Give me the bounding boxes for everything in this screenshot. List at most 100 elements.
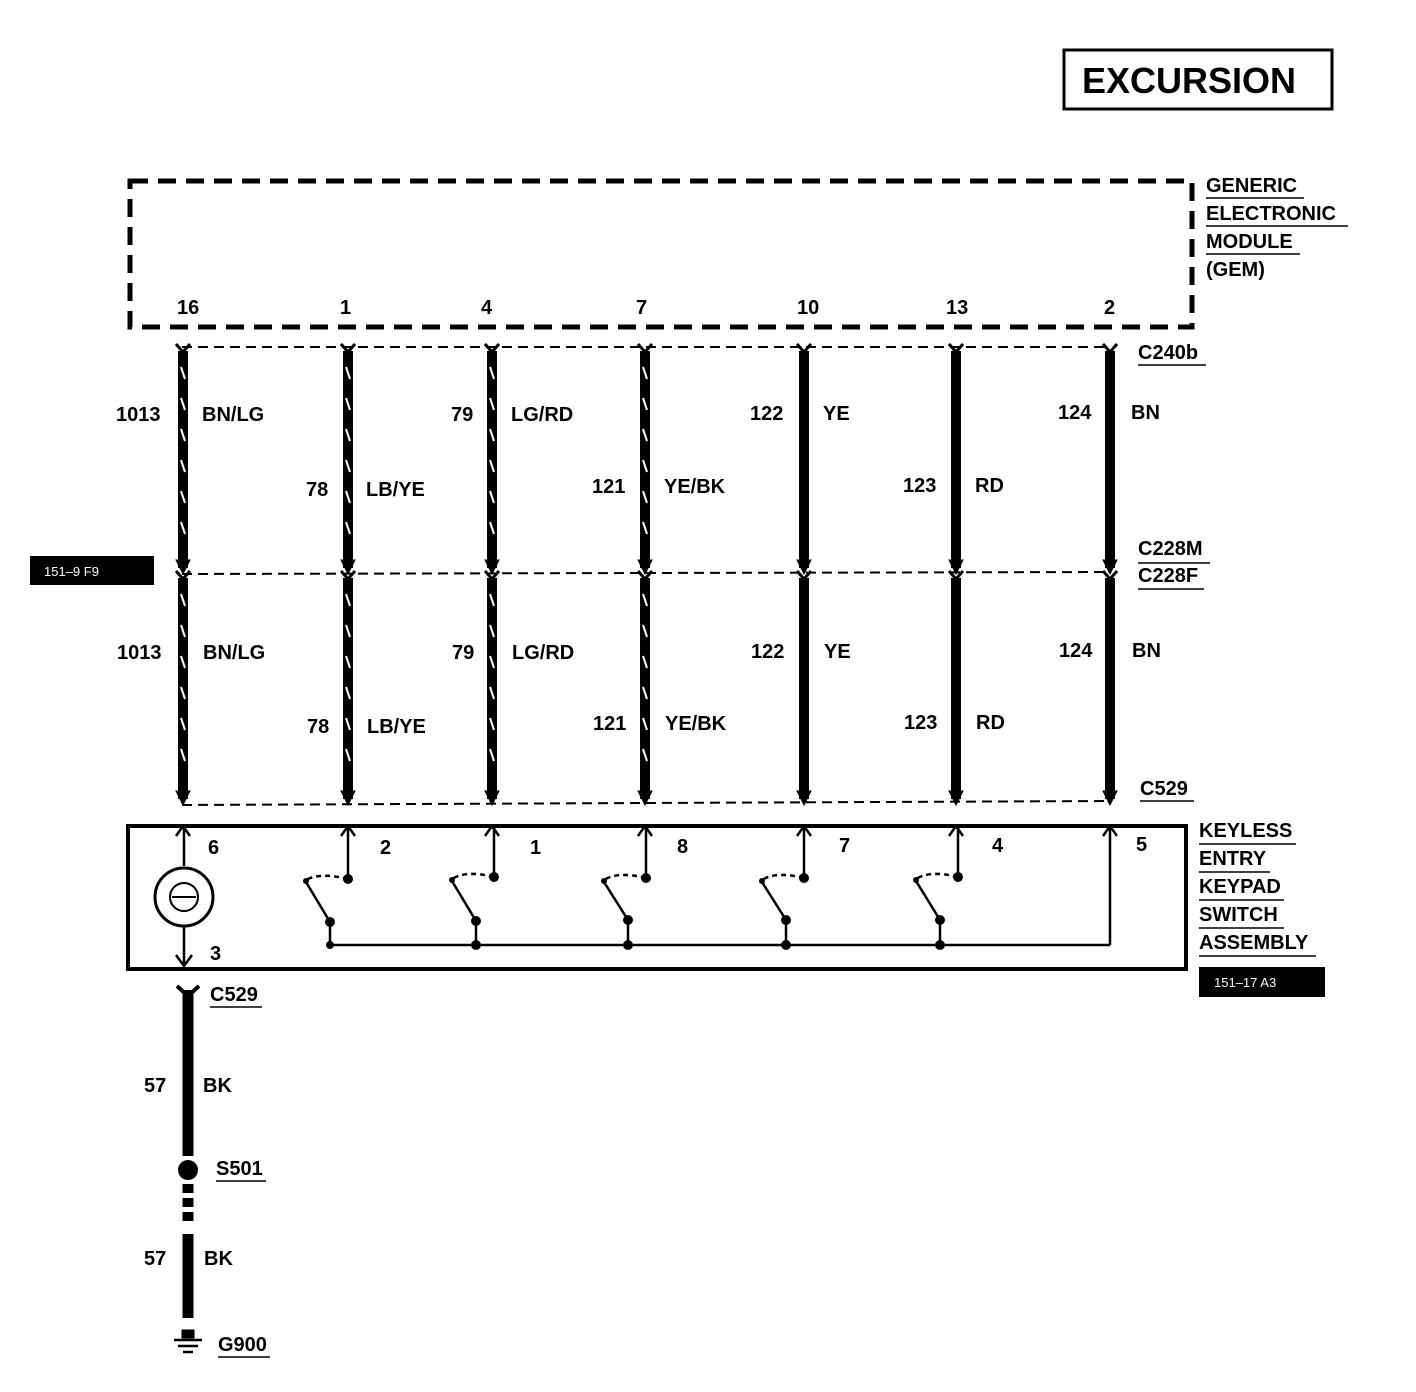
twist-mark xyxy=(489,686,495,700)
twist-mark xyxy=(180,717,186,731)
circuit-color: BN/LG xyxy=(203,642,265,664)
ref-tag-right: 151–17 A3 xyxy=(1199,967,1325,997)
twist-mark xyxy=(489,624,495,638)
connector-terminal xyxy=(484,559,500,576)
keypad-name-line-1: KEYLESS xyxy=(1199,820,1292,842)
circuit-color: YE/BK xyxy=(664,476,726,498)
ref-tag-right-text: 151–17 A3 xyxy=(1214,975,1276,990)
twist-mark xyxy=(180,459,186,473)
wires xyxy=(174,343,1119,837)
circuit-number: 78 xyxy=(306,479,328,501)
twist-mark xyxy=(345,366,351,380)
keypad-name-line-5: ASSEMBLY xyxy=(1199,932,1309,954)
circuit-color: BN xyxy=(1131,402,1160,424)
twist-mark xyxy=(489,459,495,473)
keypad-pin-label: 1 xyxy=(530,837,541,859)
connector-c228f: C228F xyxy=(1138,565,1198,587)
keypad-name-line-3: KEYPAD xyxy=(1199,876,1281,898)
gem-name-line-1: GENERIC xyxy=(1206,175,1297,197)
twist-mark xyxy=(180,748,186,762)
circuit-color: LB/YE xyxy=(366,479,425,501)
twist-mark xyxy=(642,717,648,731)
connector-terminal xyxy=(175,559,191,576)
circuit-color: YE xyxy=(824,641,851,663)
connector-terminal xyxy=(339,570,357,582)
gem-pin-label: 1 xyxy=(340,297,351,319)
gem-pin-label: 4 xyxy=(481,297,493,319)
circuit-number: 121 xyxy=(592,476,625,498)
splice-label: S501 xyxy=(216,1158,263,1180)
gem-name-line-2: ELECTRONIC xyxy=(1206,203,1336,225)
circuit-number: 123 xyxy=(904,712,937,734)
connector-terminal xyxy=(947,570,965,582)
connector-c529: C529 xyxy=(1140,778,1188,800)
connector-terminal xyxy=(174,343,192,355)
twist-mark xyxy=(180,490,186,504)
keypad-pin-label: 2 xyxy=(380,837,391,859)
keypad-pin-label: 5 xyxy=(1136,834,1147,856)
connector-terminal xyxy=(637,790,653,807)
keypad-pin-label: 8 xyxy=(677,836,688,858)
twist-mark xyxy=(642,686,648,700)
connector-terminal xyxy=(484,790,500,807)
twist-mark xyxy=(642,428,648,442)
gem-name-line-4: (GEM) xyxy=(1206,259,1265,281)
twist-mark xyxy=(345,397,351,411)
gem-name-line-3: MODULE xyxy=(1206,231,1293,253)
gem-pins: 16 1 4 7 10 13 2 xyxy=(177,297,1115,319)
twist-mark xyxy=(489,521,495,535)
circuit-number: 78 xyxy=(307,716,329,738)
ground-circuit-color: BK xyxy=(203,1075,232,1097)
connector-terminal xyxy=(948,559,964,576)
twist-mark xyxy=(345,748,351,762)
twist-mark xyxy=(180,521,186,535)
diagram-title: EXCURSION xyxy=(1082,60,1296,101)
twist-mark xyxy=(642,593,648,607)
circuit-labels-lower: 1013 BN/LG 78 LB/YE 79 LG/RD 121 YE/BK 1… xyxy=(117,640,1161,738)
circuit-color: LG/RD xyxy=(511,404,573,426)
connector-terminal xyxy=(795,570,813,582)
ground-icon xyxy=(174,1329,202,1354)
twist-mark xyxy=(180,593,186,607)
keypad-pins: 6 2 1 8 7 4 5 3 xyxy=(208,834,1147,965)
twist-mark xyxy=(489,397,495,411)
connector-terminal xyxy=(175,790,191,807)
connector-terminal xyxy=(174,570,192,582)
circuit-number: 1013 xyxy=(116,404,161,426)
twist-mark xyxy=(345,428,351,442)
twist-mark xyxy=(489,366,495,380)
gem-module: GENERIC ELECTRONIC MODULE (GEM) xyxy=(127,175,1348,330)
keypad-pin-label: 7 xyxy=(839,835,850,857)
ground-label: G900 xyxy=(218,1334,267,1356)
circuit-number: 1013 xyxy=(117,642,162,664)
gem-pin-label: 16 xyxy=(177,297,199,319)
circuit-color: YE xyxy=(823,403,850,425)
keypad-pin-label: 4 xyxy=(992,835,1004,857)
circuit-color: RD xyxy=(975,475,1004,497)
circuit-number: 123 xyxy=(903,475,936,497)
twist-mark xyxy=(345,459,351,473)
connector-terminal xyxy=(1101,343,1119,355)
connector-terminal xyxy=(636,570,654,582)
gem-pin-label: 2 xyxy=(1104,297,1115,319)
twist-mark xyxy=(642,655,648,669)
circuit-color: BN/LG xyxy=(202,404,264,426)
twist-mark xyxy=(489,655,495,669)
twist-mark xyxy=(345,717,351,731)
title-box: EXCURSION xyxy=(1062,48,1334,111)
twist-mark xyxy=(642,490,648,504)
gem-pin-label: 7 xyxy=(636,297,647,319)
twist-mark xyxy=(345,655,351,669)
connector-terminal xyxy=(1102,790,1118,807)
connector-terminal xyxy=(796,559,812,576)
twist-mark xyxy=(345,521,351,535)
twist-mark xyxy=(489,748,495,762)
connector-terminal xyxy=(795,343,813,355)
circuit-color: YE/BK xyxy=(665,713,727,735)
circuit-number: 121 xyxy=(593,713,626,735)
twist-mark xyxy=(489,717,495,731)
twist-mark xyxy=(642,459,648,473)
circuit-color: RD xyxy=(976,712,1005,734)
connector-terminal xyxy=(483,343,501,355)
